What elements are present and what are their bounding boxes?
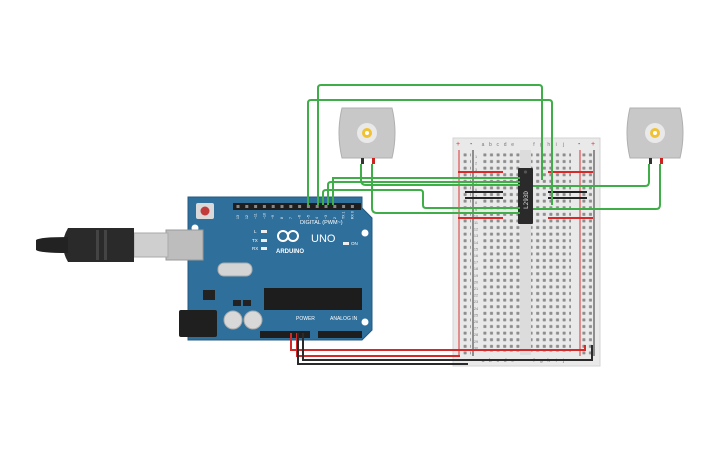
rail-plus-label-right: +: [591, 141, 595, 148]
row-number: 9: [475, 208, 477, 212]
digital-pin-hole[interactable]: [342, 205, 346, 208]
row-number: 5: [475, 181, 477, 185]
digital-pin-label: 7: [289, 217, 293, 219]
column-letter: h: [547, 142, 550, 148]
digital-pin-label: ~9: [271, 215, 275, 219]
row-number: 18: [474, 267, 478, 271]
column-letter: a: [482, 142, 485, 148]
row-number: 10: [474, 214, 478, 218]
column-letter: j: [562, 142, 564, 148]
digital-pin-hole[interactable]: [271, 205, 275, 208]
row-number: 16: [474, 254, 478, 258]
power-label: POWER: [296, 316, 315, 322]
digital-pin-label: ~5: [306, 215, 310, 219]
digital-pin-label: 2: [333, 217, 337, 219]
row-number: 24: [474, 307, 478, 311]
digital-pin-label: ~11: [254, 213, 258, 219]
digital-pin-hole[interactable]: [245, 205, 249, 208]
rail-minus-label-right: -: [578, 141, 581, 148]
row-number: 13: [474, 234, 478, 238]
on-led-label: ON: [351, 241, 358, 246]
row-number: 20: [474, 280, 478, 284]
row-number: 11: [474, 221, 478, 225]
arduino-logo: [277, 230, 299, 242]
usb-port: [165, 229, 204, 261]
column-letter: b: [489, 142, 492, 148]
row-number: 6: [475, 188, 477, 192]
power-header[interactable]: [260, 331, 310, 338]
usb-cable-icon[interactable]: [36, 228, 169, 262]
digital-pin-hole[interactable]: [289, 205, 293, 208]
row-number: 25: [474, 313, 478, 317]
digital-label: DIGITAL (PWM~): [300, 220, 343, 226]
digital-pin-label: ~3: [324, 215, 328, 219]
analog-label: ANALOG IN: [330, 316, 358, 322]
column-letter: c: [497, 142, 500, 148]
arduino-brand-label: ARDUINO: [276, 249, 304, 255]
rx-led-label: RX: [252, 246, 258, 251]
row-number: 3: [475, 168, 477, 172]
digital-pin-hole[interactable]: [306, 205, 310, 208]
row-number: 12: [474, 228, 478, 232]
digital-pin-label: 4: [315, 217, 319, 219]
row-numbers: 1234567891011121314151617181920212223242…: [474, 155, 478, 350]
digital-pin-label: 13: [236, 215, 240, 219]
green-wires[interactable]: [307, 84, 661, 214]
uno-label: UNO: [311, 233, 336, 245]
digital-pin-label: RX 0: [350, 211, 354, 219]
power-jack: [179, 310, 217, 337]
digital-pin-label: ~6: [298, 215, 302, 219]
power-wires[interactable]: [290, 333, 593, 365]
rail-plus-label: +: [456, 141, 460, 148]
arduino-uno-board[interactable]: 13 12 ~11 ~10 ~9 8 7 ~6 ~5 4 ~3 2 TX 1 RX 0 ARDUINO U…: [165, 196, 373, 341]
digital-pin-hole[interactable]: [324, 205, 328, 208]
digital-pin-label: 8: [280, 217, 284, 219]
row-number: 27: [474, 327, 478, 331]
digital-pin-label: 12: [245, 215, 249, 219]
digital-pin-hole[interactable]: [236, 205, 240, 208]
chip-label: L293D: [523, 191, 530, 209]
row-number: 8: [475, 201, 477, 205]
row-number: 30: [474, 346, 478, 350]
rail-minus-label: -: [470, 141, 473, 148]
digital-header[interactable]: [233, 203, 361, 210]
row-number: 22: [474, 294, 478, 298]
row-number: 17: [474, 261, 478, 265]
dc-motor-icon[interactable]: [626, 107, 684, 164]
dc-motor-icon[interactable]: [338, 107, 396, 164]
digital-pin-hole[interactable]: [350, 205, 354, 208]
column-letter: i: [556, 142, 557, 148]
digital-pin-hole[interactable]: [280, 205, 284, 208]
column-letter: e: [511, 142, 514, 148]
row-number: 19: [474, 274, 478, 278]
row-number: 26: [474, 320, 478, 324]
digital-pin-hole[interactable]: [262, 205, 266, 208]
digital-pin-label: ~10: [262, 213, 266, 219]
row-number: 4: [475, 175, 477, 179]
column-letter: d: [504, 142, 507, 148]
digital-pin-hole[interactable]: [333, 205, 337, 208]
digital-pin-hole[interactable]: [298, 205, 302, 208]
row-number: 29: [474, 340, 478, 344]
row-number: 14: [474, 241, 478, 245]
l-led-label: L: [254, 229, 257, 234]
row-number: 28: [474, 333, 478, 337]
column-letter: f: [533, 142, 535, 148]
row-number: 7: [475, 195, 477, 199]
digital-pin-hole[interactable]: [254, 205, 258, 208]
digital-pin-hole[interactable]: [315, 205, 319, 208]
row-number: 21: [474, 287, 478, 291]
l293d-chip[interactable]: L293D: [518, 168, 533, 224]
analog-header[interactable]: [318, 331, 362, 338]
row-number: 15: [474, 247, 478, 251]
row-number: 1: [475, 155, 477, 159]
digital-pin-label: TX 1: [342, 212, 346, 219]
tx-led-label: TX: [252, 238, 258, 243]
row-number: 23: [474, 300, 478, 304]
row-number: 2: [475, 162, 477, 166]
atmega-chip: [264, 288, 362, 310]
